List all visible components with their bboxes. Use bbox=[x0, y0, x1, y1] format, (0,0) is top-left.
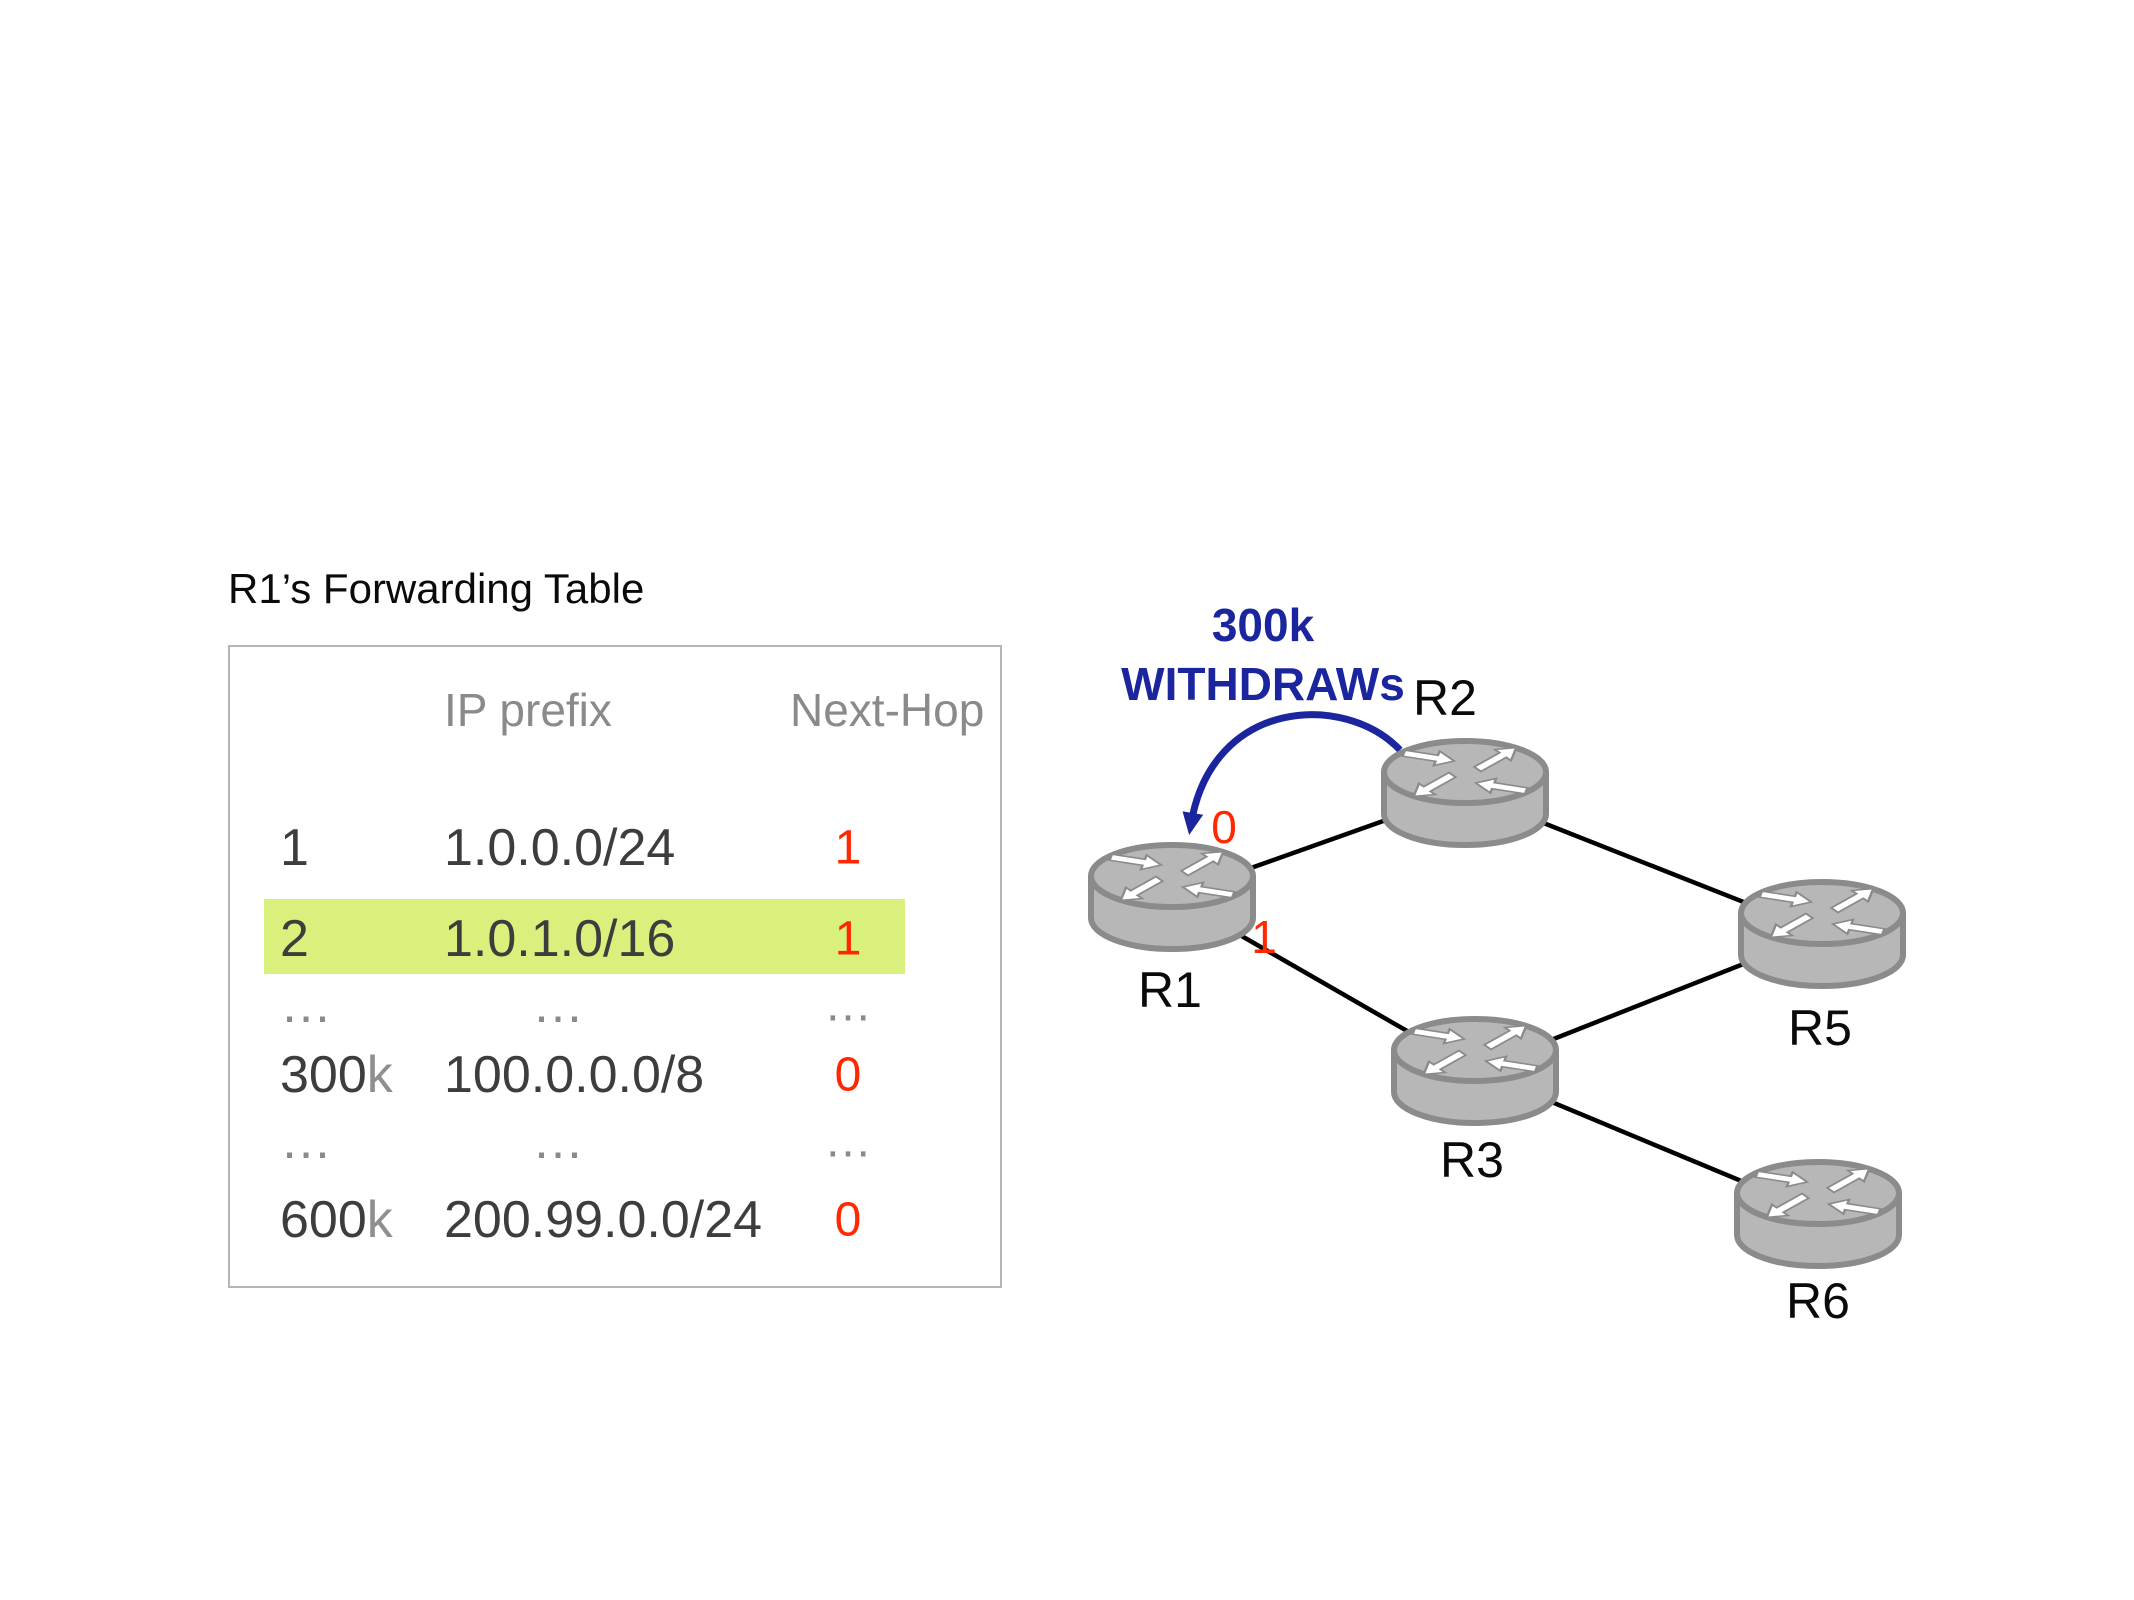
port-label-0: 0 bbox=[1211, 801, 1237, 853]
router-label-r3: R3 bbox=[1440, 1132, 1504, 1188]
column-header-next-hop: Next-Hop bbox=[790, 683, 985, 736]
row-index: 600k bbox=[280, 1190, 393, 1249]
next-hop-cell: 1 bbox=[834, 912, 862, 966]
row-index: 2 bbox=[280, 909, 309, 968]
ip-prefix-cell: … bbox=[532, 975, 584, 1034]
router-label-r2: R2 bbox=[1413, 670, 1477, 726]
withdraws-count-label: 300k bbox=[1212, 599, 1315, 651]
row-index: 300k bbox=[280, 1045, 393, 1104]
highlighted-row-band bbox=[264, 899, 905, 974]
row-index: … bbox=[280, 1111, 332, 1170]
router-icon-r2 bbox=[1384, 741, 1546, 845]
ip-prefix-cell: 100.0.0.0/8 bbox=[444, 1045, 705, 1104]
router-icon-r6 bbox=[1737, 1162, 1899, 1266]
port-label-1: 1 bbox=[1251, 911, 1277, 963]
ip-prefix-cell: … bbox=[532, 1111, 584, 1170]
network-topology-diagram: R1 R2 R3 R5 R6 0 1 300k WITHDRAWs bbox=[1050, 599, 2050, 1329]
forwarding-table: IP prefix Next-Hop 1 1.0.0.0/24 1 2 1.0.… bbox=[228, 645, 1002, 1288]
next-hop-cell: … bbox=[824, 978, 872, 1032]
next-hop-cell: … bbox=[824, 1114, 872, 1168]
router-label-r1: R1 bbox=[1138, 962, 1202, 1018]
row-index: 1 bbox=[280, 818, 309, 877]
withdraws-text-label: WITHDRAWs bbox=[1121, 658, 1405, 710]
ip-prefix-cell: 200.99.0.0/24 bbox=[444, 1190, 763, 1249]
withdraw-arrow bbox=[1182, 711, 1403, 836]
ip-prefix-cell: 1.0.0.0/24 bbox=[444, 818, 676, 877]
ip-prefix-cell: 1.0.1.0/16 bbox=[444, 909, 676, 968]
next-hop-cell: 0 bbox=[834, 1048, 862, 1102]
router-label-r5: R5 bbox=[1788, 1000, 1852, 1056]
next-hop-cell: 0 bbox=[834, 1193, 862, 1247]
router-icon-r3 bbox=[1394, 1019, 1556, 1123]
router-label-r6: R6 bbox=[1786, 1273, 1850, 1329]
next-hop-cell: 1 bbox=[834, 821, 862, 875]
row-index: … bbox=[280, 975, 332, 1034]
page-title: R1’s Forwarding Table bbox=[228, 565, 645, 612]
router-icon-r1 bbox=[1091, 845, 1253, 949]
column-header-ip-prefix: IP prefix bbox=[444, 683, 612, 736]
router-icon-r5 bbox=[1741, 882, 1903, 986]
